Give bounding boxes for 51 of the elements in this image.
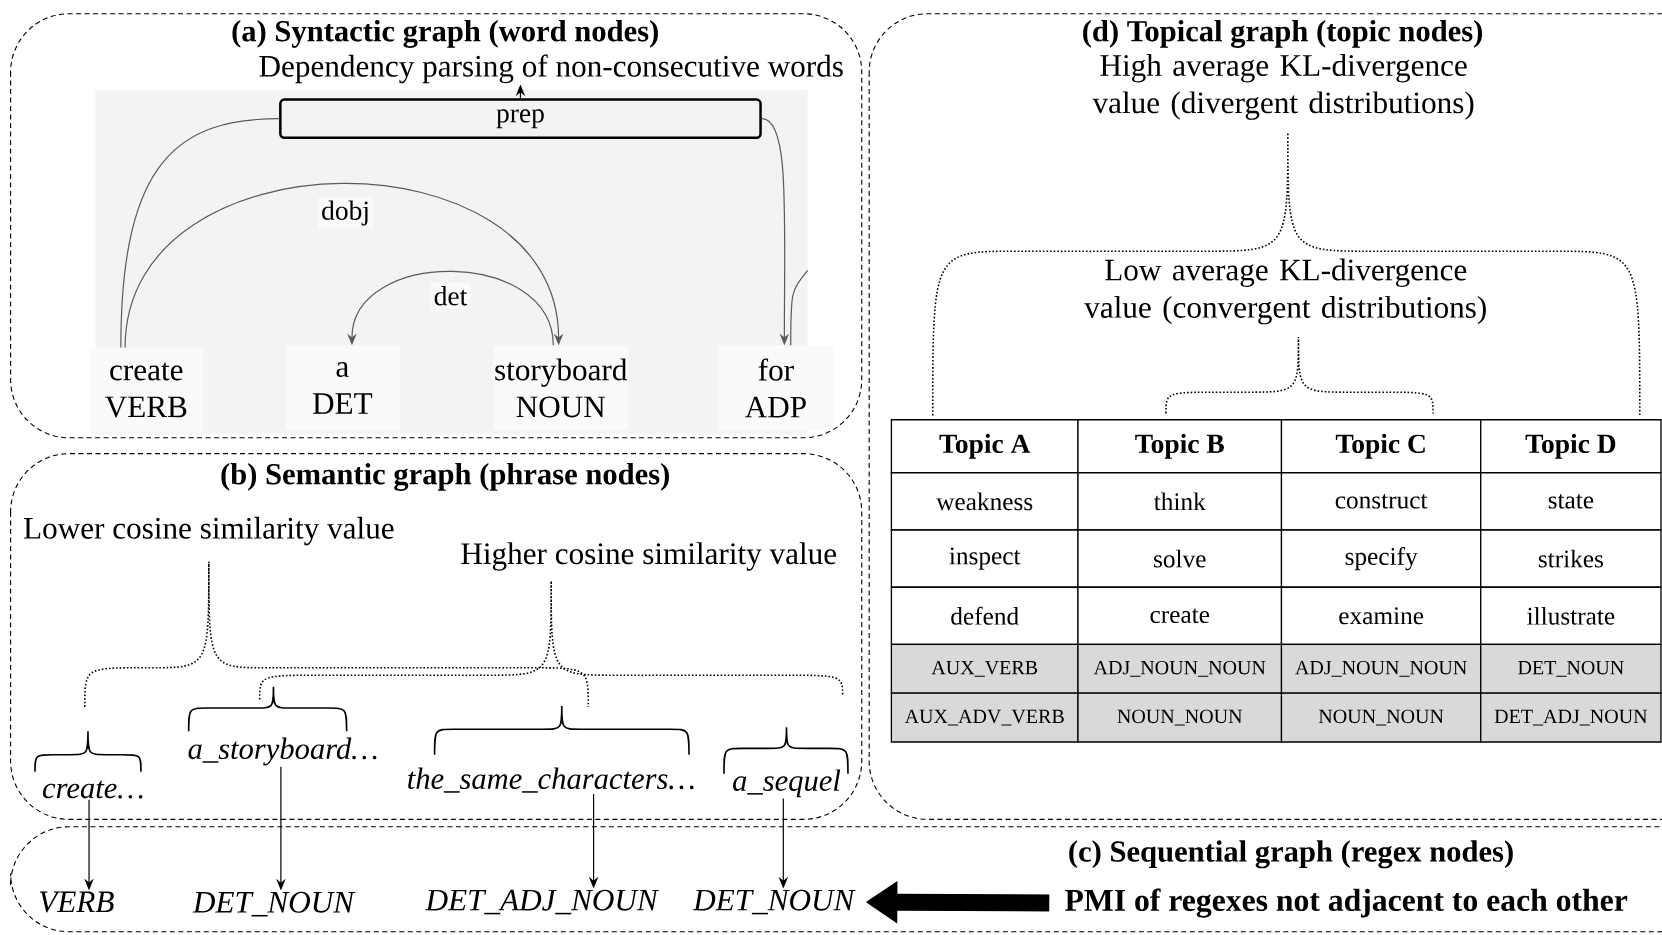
table-cell: inspect [890,529,1079,588]
node-label: for [758,358,794,381]
table-cell: defend [890,586,1079,646]
annotation-text: Lower cosine similarity value [23,516,394,546]
regex-text: DET_NOUN [192,891,356,917]
arrow [347,270,554,346]
phrase-text: the_same_characters… [408,767,694,793]
annotation-text: Higher cosine similarity value [461,542,836,571]
header-cell: Topic C [1280,419,1482,474]
table-cell: specify [1280,529,1482,588]
table-cell: strikes [1480,529,1662,588]
phrase-text: a_sequel [733,769,841,798]
annotation-text: PMI of regexes not adjacent to each other [1065,888,1628,918]
table-cell: AUX_VERB [890,643,1079,694]
regex-text: DET_NOUN [692,889,856,915]
arrow [124,182,564,349]
table-cell: solve [1077,529,1283,588]
relation-box: prep [279,98,762,140]
edge-label: det [430,283,471,309]
annotation-text: Low average KL-divergence value (convergent distributions) [1084,258,1486,325]
table-cell: DET_NOUN [1480,643,1662,694]
header-cell: Topic A [890,419,1079,474]
annotation-text: High average KL-divergence value (divergent distributions) [1092,54,1474,120]
table-cell: NOUN_NOUN [1077,692,1283,743]
word-box: storyboard NOUN [493,345,629,431]
table-cell: state [1480,472,1662,531]
table-cell: create [1077,586,1283,646]
phrase-text: create… [42,780,143,799]
regex-text: VERB [39,891,114,913]
word-box: a DET [285,345,400,431]
annotation-text: Dependency parsing of non-consecutive words [259,54,843,84]
word-box: create VERB [89,347,204,433]
table-cell: ADJ_NOUN_NOUN [1077,643,1283,694]
table-cell: DET_ADJ_NOUN [1480,692,1662,743]
table-cell: ADJ_NOUN_NOUN [1280,643,1482,694]
node-label: create [110,362,183,381]
node-label: VERB [105,396,187,418]
table-cell: think [1077,472,1283,531]
table-cell: examine [1280,586,1482,646]
edge-label: dobj [318,197,373,229]
phrase-text: a_storyboard… [188,737,377,766]
regex-text: DET_ADJ_NOUN [425,889,660,915]
table-cell: weakness [890,472,1079,531]
table-cell: AUX_ADV_VERB [890,692,1079,743]
word-box: for ADP [718,345,834,431]
table-cell: construct [1280,472,1482,531]
header-cell: Topic B [1077,419,1283,474]
table-cell: NOUN_NOUN [1280,692,1482,743]
header-cell: Topic D [1480,419,1662,474]
table-cell: illustrate [1480,586,1662,646]
node-label: ADP [745,396,806,418]
